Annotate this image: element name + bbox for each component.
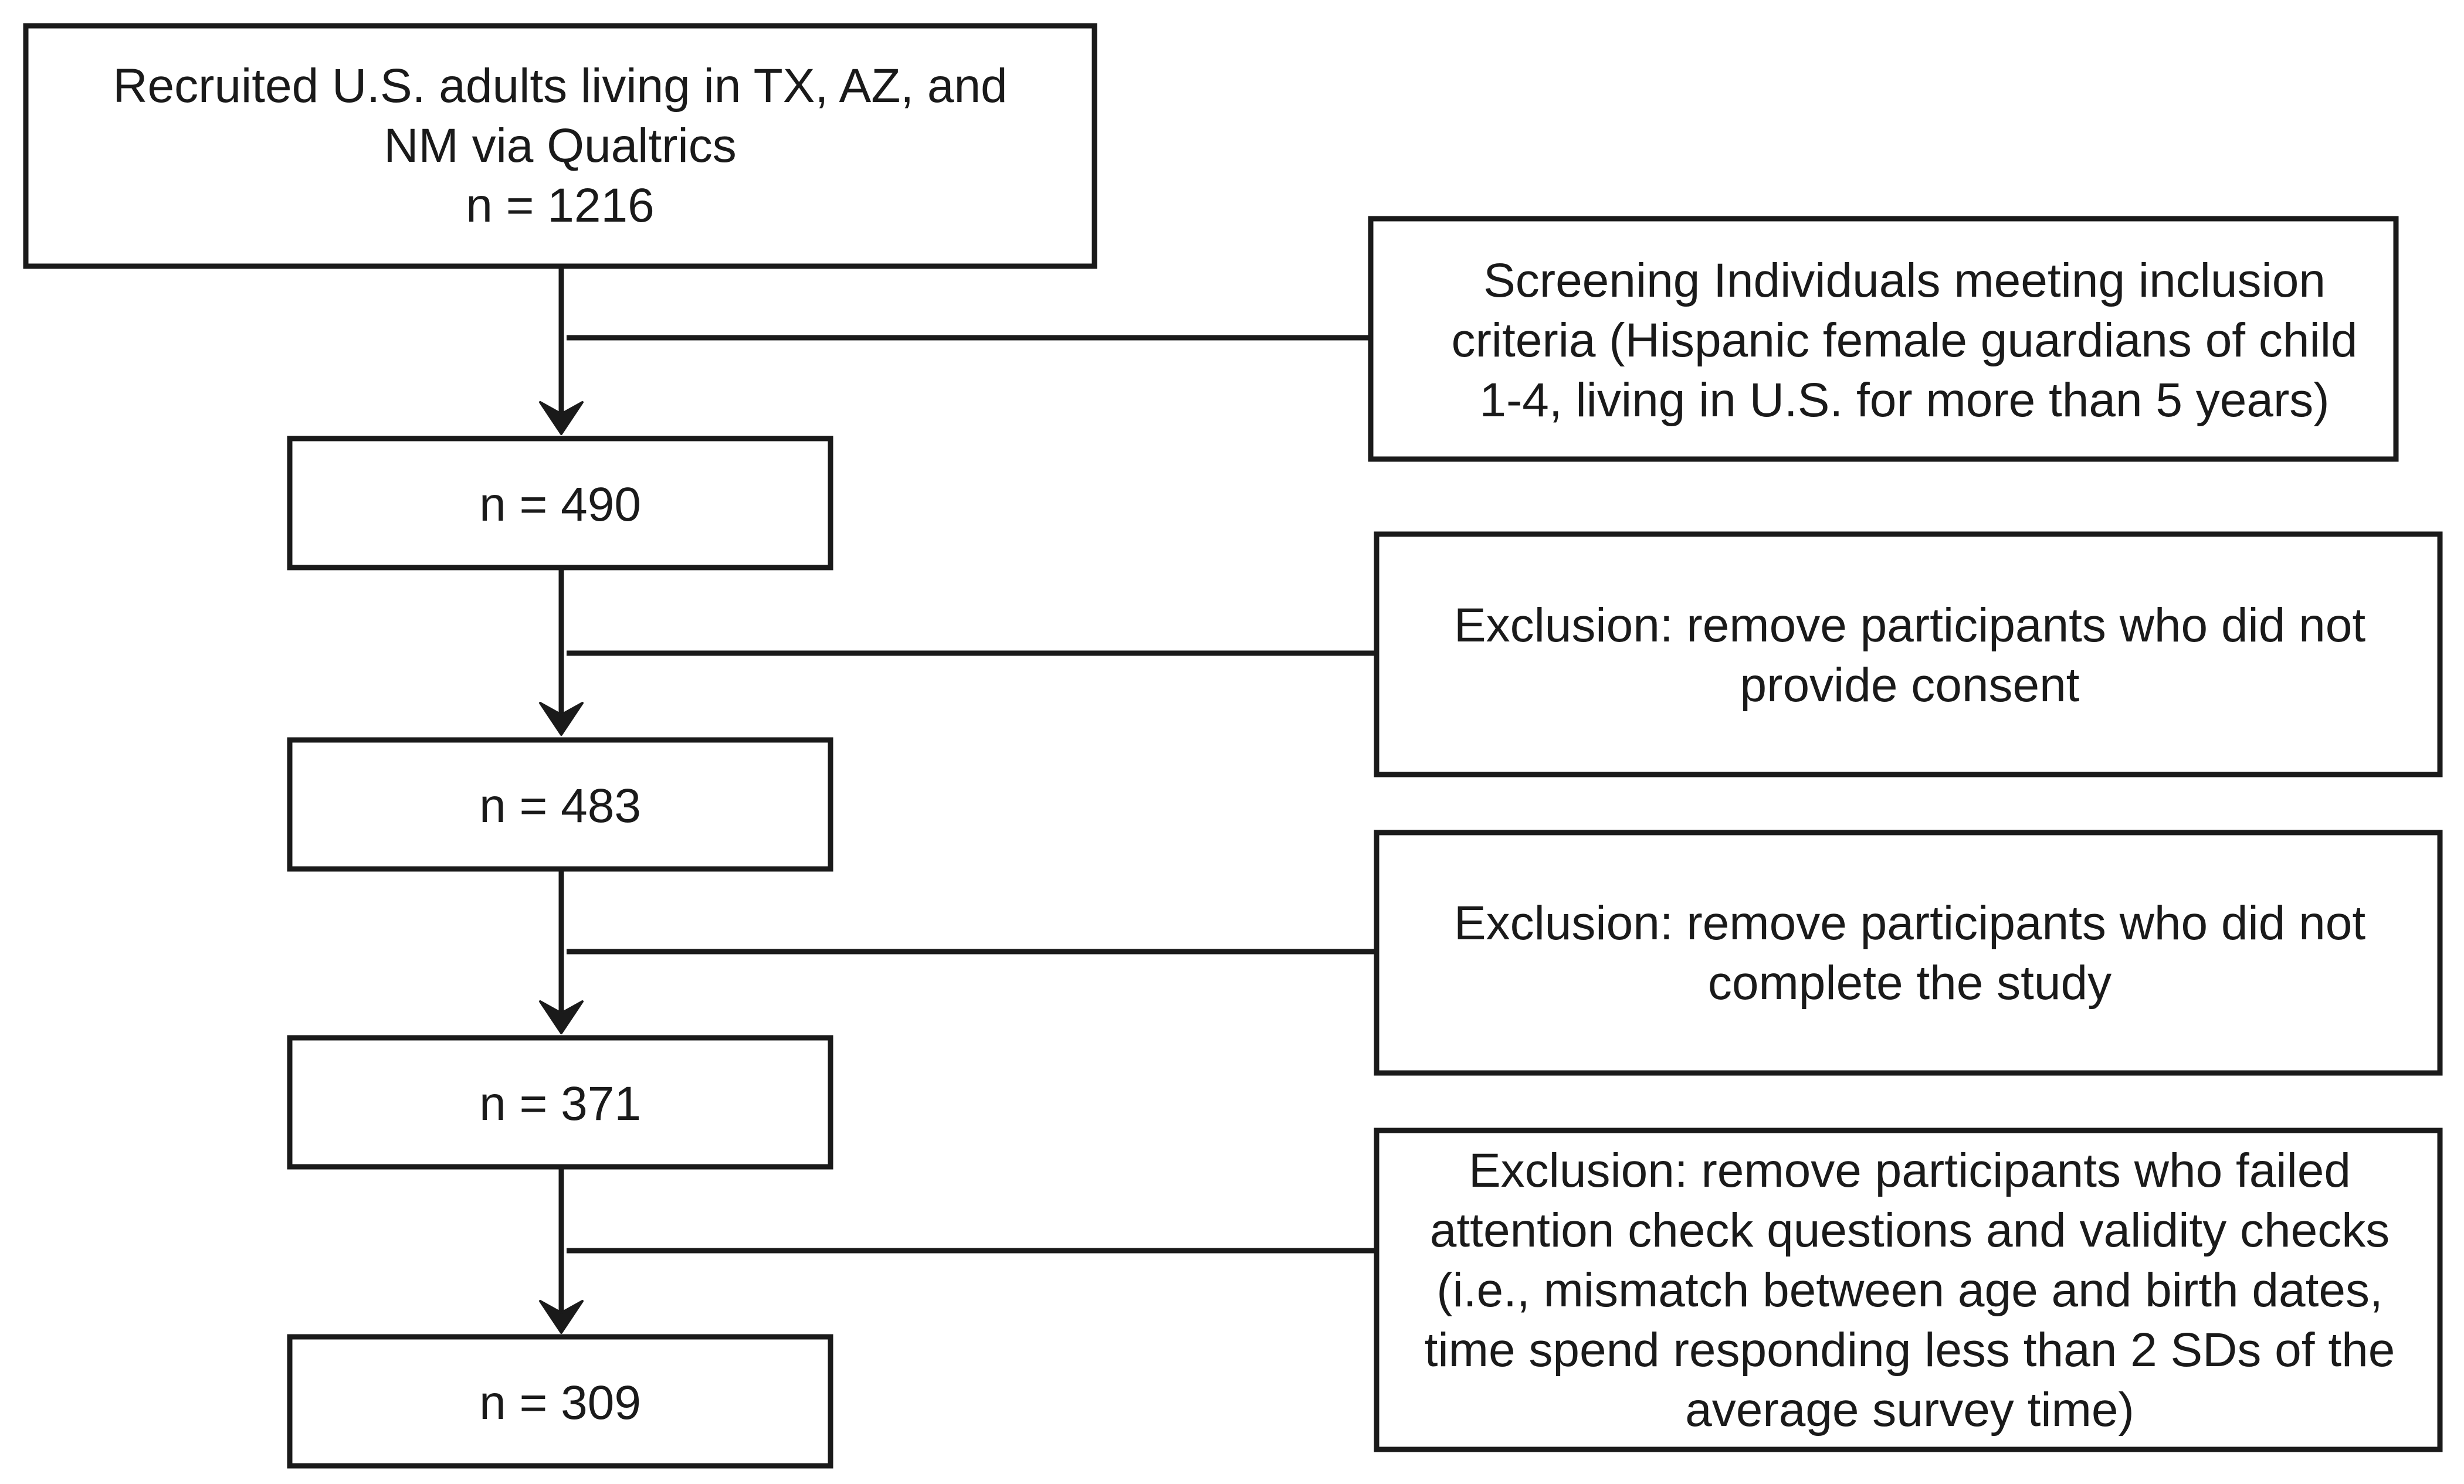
step-screened: n = 490 bbox=[287, 436, 833, 570]
note-consent-line-2: provide consent bbox=[1740, 658, 2080, 712]
flow-arrows bbox=[539, 267, 584, 1334]
step-screened-count: n = 490 bbox=[479, 478, 641, 531]
step-consented: n = 483 bbox=[287, 737, 833, 872]
arrow-completed-to-final bbox=[539, 1168, 584, 1334]
note-completion-line-2: complete the study bbox=[1708, 956, 2111, 1010]
arrow-screened-to-consented bbox=[539, 569, 584, 736]
note-screening-line-3: 1-4, living in U.S. for more than 5 year… bbox=[1479, 373, 2329, 427]
step-consented-count: n = 483 bbox=[479, 779, 641, 833]
step-recruited-line-1: Recruited U.S. adults living in TX, AZ, … bbox=[113, 59, 1007, 113]
step-recruited-line-2: NM via Qualtrics bbox=[384, 119, 736, 172]
note-screening: Screening Individuals meeting inclusion … bbox=[1368, 216, 2399, 462]
step-recruited-count: n = 1216 bbox=[466, 179, 654, 232]
note-attention-line-3: (i.e., mismatch between age and birth da… bbox=[1436, 1264, 2383, 1317]
note-attention-line-2: attention check questions and validity c… bbox=[1430, 1204, 2390, 1257]
note-screening-line-2: criteria (Hispanic female guardians of c… bbox=[1451, 314, 2357, 367]
arrow-recruited-to-screened bbox=[539, 267, 584, 435]
note-consent-exclusion: Exclusion: remove participants who did n… bbox=[1374, 531, 2443, 777]
note-attention-check-exclusion: Exclusion: remove participants who faile… bbox=[1374, 1128, 2443, 1452]
step-final-sample-count: n = 309 bbox=[479, 1376, 641, 1429]
arrow-consented-to-completed bbox=[539, 870, 584, 1034]
note-attention-line-1: Exclusion: remove participants who faile… bbox=[1469, 1144, 2351, 1197]
note-completion-line-1: Exclusion: remove participants who did n… bbox=[1454, 896, 2365, 950]
note-attention-line-5: average survey time) bbox=[1685, 1383, 2134, 1437]
step-completed: n = 371 bbox=[287, 1035, 833, 1170]
exclusion-connectors bbox=[567, 335, 1377, 1254]
step-completed-count: n = 371 bbox=[479, 1077, 641, 1130]
note-attention-line-4: time spend responding less than 2 SDs of… bbox=[1425, 1323, 2395, 1377]
note-consent-line-1: Exclusion: remove participants who did n… bbox=[1454, 599, 2365, 652]
step-final-sample: n = 309 bbox=[287, 1334, 833, 1469]
note-screening-line-1: Screening Individuals meeting inclusion bbox=[1483, 254, 2326, 307]
note-completion-exclusion: Exclusion: remove participants who did n… bbox=[1374, 830, 2443, 1076]
step-recruited: Recruited U.S. adults living in TX, AZ, … bbox=[23, 23, 1097, 269]
